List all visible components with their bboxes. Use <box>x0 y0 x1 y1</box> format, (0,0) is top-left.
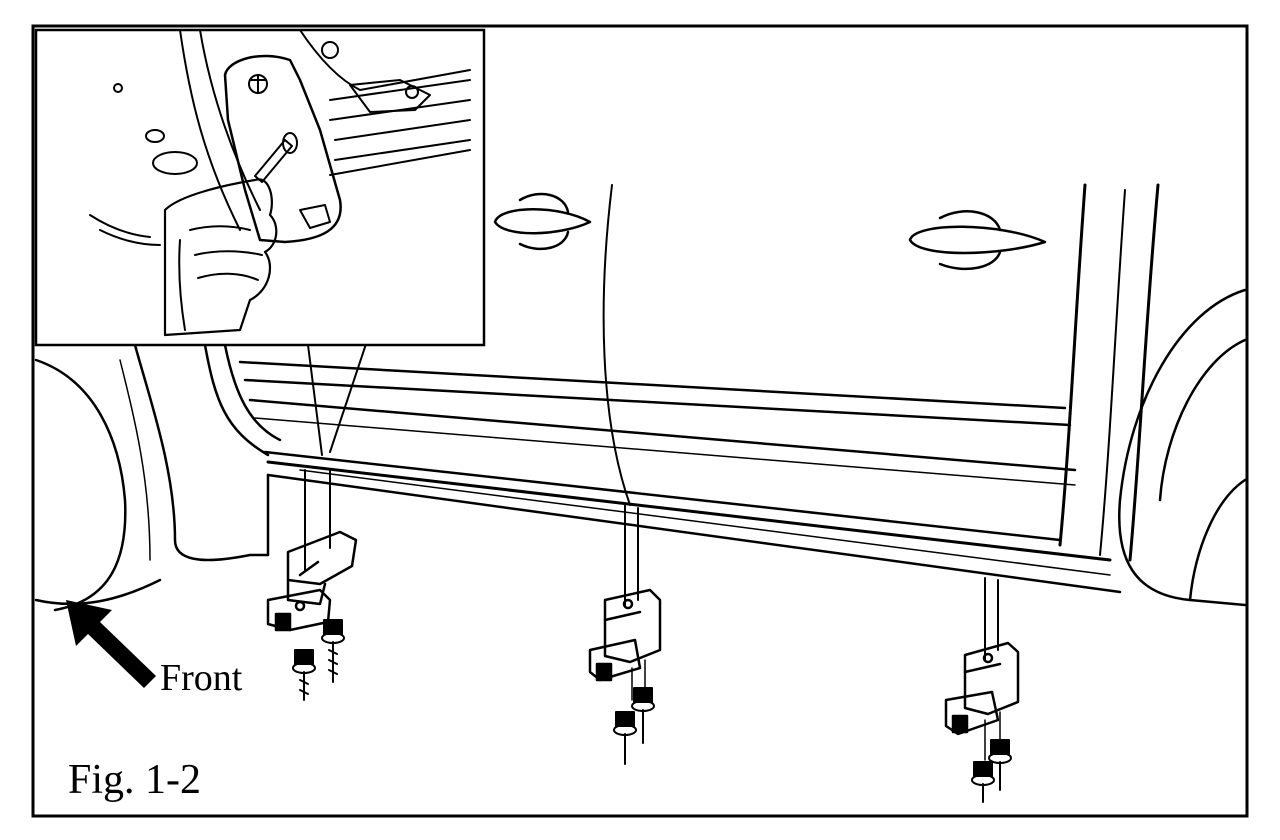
mounting-bracket-rear <box>944 577 1020 761</box>
front-label: Front <box>160 657 243 699</box>
bolt-set-rear <box>971 739 1012 803</box>
door-split-line <box>602 184 631 506</box>
inset-frame <box>34 28 486 347</box>
bolt <box>613 711 637 765</box>
rocker-panel-bottom <box>266 473 1122 594</box>
figure-label: Fig. 1-2 <box>68 757 201 803</box>
front-direction-arrow <box>66 600 156 688</box>
bolt <box>321 619 345 683</box>
mounting-bracket-middle <box>588 504 662 701</box>
rocker-panel-top <box>263 450 1062 542</box>
body-crease-1 <box>238 360 1067 410</box>
rear-door-handle <box>908 210 1047 271</box>
inset-hand <box>163 178 278 337</box>
front-wheel-arch <box>133 343 270 562</box>
rear-door-edge <box>1058 183 1087 547</box>
inset-leader-left <box>307 344 323 456</box>
bolt-set-middle <box>613 687 655 765</box>
inset-leader-right <box>329 337 369 453</box>
rocker-panel-edge <box>266 460 1112 562</box>
bolt <box>292 649 316 701</box>
bolt-set-front <box>292 619 345 701</box>
front-door-handle <box>493 192 592 251</box>
bolt <box>988 739 1012 791</box>
inset-screwdriver <box>254 139 293 183</box>
bolt <box>631 687 655 744</box>
body-crease-3 <box>248 398 1077 472</box>
front-tire-outline <box>34 358 127 612</box>
inset-bracket-plate <box>223 54 342 244</box>
detail-inset <box>34 28 486 456</box>
rear-wheel-arch <box>1118 288 1247 607</box>
bolt <box>971 761 995 803</box>
vehicle-side-body <box>34 183 1247 612</box>
body-crease-2 <box>243 378 1072 427</box>
